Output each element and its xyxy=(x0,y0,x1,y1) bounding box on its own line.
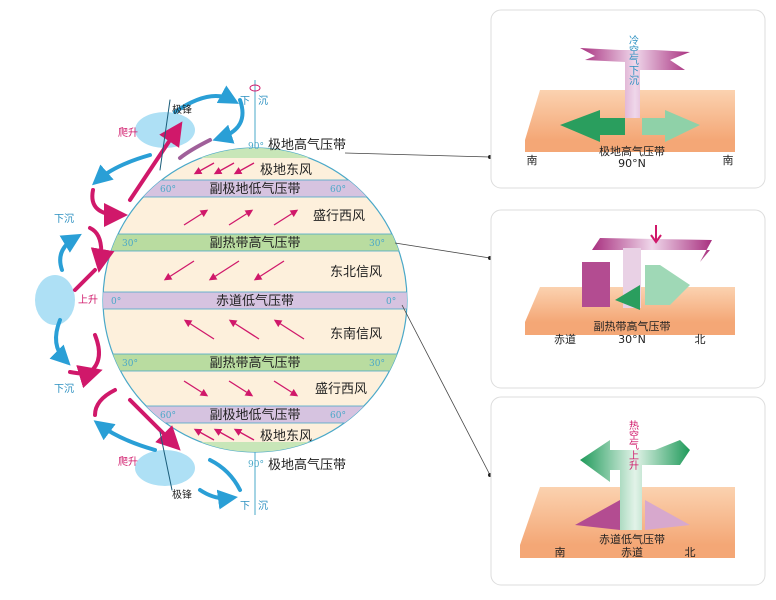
deg-60-sr: 60° xyxy=(330,411,346,421)
rotation-icon xyxy=(249,84,261,92)
panel-left-label: 南 xyxy=(555,546,566,559)
deg-0-r: 0° xyxy=(386,297,396,307)
north-polar-high-label: 极地高气压带 xyxy=(268,137,346,153)
polar-easterly-n-arrow xyxy=(233,162,255,175)
westerly-n-arrow xyxy=(228,209,254,226)
rise-label: 上升 xyxy=(78,294,98,306)
panel-center-label: 赤道 xyxy=(621,545,643,559)
westerlies-n-label: 盛行西风 xyxy=(313,209,365,224)
subtropical-high-s-label: 副热带高气压带 xyxy=(209,355,300,371)
westerly-s-arrow xyxy=(228,380,254,397)
leader-line-subtropical xyxy=(394,242,491,259)
ne-trades-label: 东北信风 xyxy=(330,265,382,280)
polar-easterlies-n-label: 极地东风 xyxy=(260,163,312,178)
deg-60-nr: 60° xyxy=(330,185,346,195)
deg-90-n: 90° xyxy=(248,142,264,152)
panel-right-label: 北 xyxy=(695,333,706,346)
equatorial-low-label: 赤道低气压带 xyxy=(216,293,294,309)
se-trade-arrow xyxy=(183,319,215,340)
panel-right-label: 北 xyxy=(685,546,696,559)
westerly-s-arrow xyxy=(273,380,299,397)
panel-equatorial-low: 热空气上升 赤道低气压带 赤道 南 北 xyxy=(490,396,766,586)
subpolar-low-n-label: 副极地低气压带 xyxy=(209,181,300,197)
polar-easterlies-s-label: 极地东风 xyxy=(260,429,312,444)
globe: 副极地低气压带 副热带高气压带 赤道低气压带 副热带高气压带 副极地低气压带 极… xyxy=(102,80,408,515)
ne-trade-arrow xyxy=(208,260,240,281)
deg-0-l: 0° xyxy=(111,297,121,307)
deg-60-nl: 60° xyxy=(160,185,176,195)
deg-30-sl: 30° xyxy=(122,359,138,369)
pole-sink-right-n: 沉 xyxy=(258,94,268,107)
ne-trade-arrow xyxy=(163,260,195,281)
panel-belt-label: 副热带高气压带 xyxy=(594,319,671,333)
polar-front-label-s: 极锋 xyxy=(172,488,192,501)
pole-sink-left-s: 下 xyxy=(240,501,250,512)
se-trade-arrow xyxy=(273,319,305,340)
westerly-n-arrow xyxy=(273,209,299,226)
deg-90-s: 90° xyxy=(248,460,264,470)
circulation-cells xyxy=(35,85,245,510)
sink-label-n: 下沉 xyxy=(54,212,74,225)
panel-belt-label: 赤道低气压带 xyxy=(599,532,665,546)
down-arrow-icon xyxy=(650,225,662,244)
panel-left-label: 南 xyxy=(527,154,538,167)
leader-line-polar xyxy=(344,152,491,158)
band-subpolar-low-n xyxy=(103,179,407,198)
wind-arrows xyxy=(163,162,305,441)
se-trade-arrow xyxy=(228,319,260,340)
westerlies-s-label: 盛行西风 xyxy=(315,382,367,397)
deg-60-sl: 60° xyxy=(160,411,176,421)
band-equatorial-low xyxy=(103,291,407,310)
polar-easterly-n-arrow xyxy=(213,162,235,175)
cold-air-sink-text: 冷空气下沉 xyxy=(627,34,639,85)
panel-center-label: 90°N xyxy=(618,157,646,170)
subpolar-low-s-label: 副极地低气压带 xyxy=(209,407,300,423)
cloud-icon xyxy=(135,112,195,148)
westerly-n-arrow xyxy=(183,209,209,226)
polar-easterly-s-arrow xyxy=(233,428,255,441)
south-polar-high-label: 极地高气压带 xyxy=(268,457,346,473)
panel-left-label: 赤道 xyxy=(554,332,576,346)
pole-sink-right-s: 沉 xyxy=(258,499,268,512)
ne-trade-arrow xyxy=(253,260,285,281)
deg-30-nl: 30° xyxy=(122,239,138,249)
panel-right-label: 南 xyxy=(723,154,734,167)
band-subtropical-high-s xyxy=(103,353,407,372)
band-subpolar-low-s xyxy=(103,405,407,424)
deg-30-sr: 30° xyxy=(369,359,385,369)
polar-easterly-n-arrow xyxy=(193,162,215,175)
climb-label-n: 爬升 xyxy=(118,127,138,139)
panel-belt-label: 极地高气压带 xyxy=(599,144,665,158)
panel-center-label: 30°N xyxy=(618,333,646,346)
subtropical-high-n-label: 副热带高气压带 xyxy=(209,235,300,251)
climb-label-s: 爬升 xyxy=(118,456,138,468)
se-trades-label: 东南信风 xyxy=(330,326,382,342)
polar-easterly-s-arrow xyxy=(213,428,235,441)
panel-subtropical-high: 副热带高气压带 30°N 赤道 北 xyxy=(490,209,766,389)
polar-easterly-s-arrow xyxy=(193,428,215,441)
cloud-icon xyxy=(35,275,75,325)
polar-cap-n xyxy=(103,148,407,158)
deg-30-nr: 30° xyxy=(369,239,385,249)
leader-line-equator xyxy=(401,304,491,476)
polar-cap-s xyxy=(103,442,407,452)
westerly-s-arrow xyxy=(183,380,209,397)
cloud-icon xyxy=(135,450,195,486)
hot-air-rise-text: 热空气上升 xyxy=(627,419,639,471)
band-subtropical-high-n xyxy=(103,233,407,252)
pole-sink-left-n: 下 xyxy=(240,96,250,107)
sink-label-s: 下沉 xyxy=(54,382,74,395)
polar-front-label-n: 极锋 xyxy=(172,103,192,116)
panel-polar-high: 冷空气下沉 极地高气压带 90°N 南 南 xyxy=(490,9,766,189)
